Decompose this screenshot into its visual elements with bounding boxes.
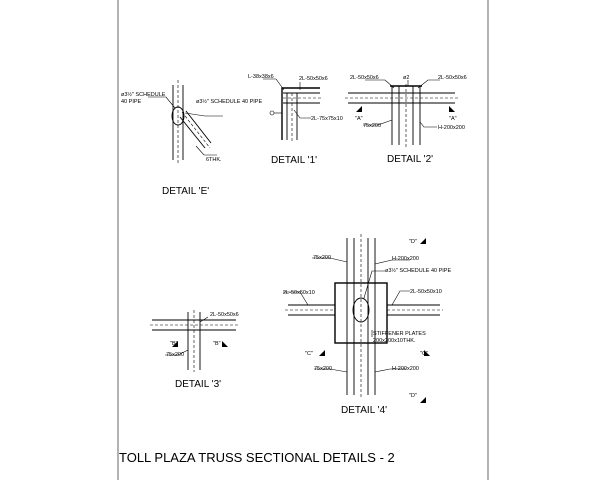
detail-2-label-2l50-left: 2L-50x50x6	[350, 75, 379, 81]
detail-4-label-stiff-b: 200x200x10THK.	[373, 338, 416, 344]
detail-e-label-schedule-1a: ø3½" SCHEDULE	[121, 91, 166, 98]
detail-2-label-a-right: "A"	[449, 116, 457, 122]
detail-2-label-a-left: "A"	[355, 116, 363, 122]
detail-2-drawing	[345, 79, 458, 147]
detail-3-drawing	[150, 310, 238, 372]
detail-1-label-2l75: 2L-75x75x10	[311, 116, 343, 122]
detail-4-label-75-bottom: 75x200	[314, 366, 332, 372]
detail-2-label-ang: ø2	[403, 75, 409, 81]
detail-e-label-schedule-2: ø3½" SCHEDULE 40 PIPE	[196, 98, 262, 105]
detail-e-label-thk: 6THK.	[206, 157, 222, 163]
detail-1-title: DETAIL '1'	[271, 155, 317, 166]
detail-4-drawing	[283, 234, 443, 403]
detail-2-label-h200: H-200x200	[438, 125, 465, 131]
detail-4-title: DETAIL '4'	[341, 405, 387, 416]
detail-1-label-2l50: 2L-50x50x6	[299, 76, 328, 82]
detail-4-label-2l-right: 2L-50x50x10	[410, 289, 442, 295]
detail-4-label-c-right: "C"	[420, 351, 428, 357]
detail-4-label-2l-left: 2L-50x50x10	[283, 290, 315, 296]
detail-3-label-75: 75x200	[166, 352, 184, 358]
detail-4-label-75-top: 75x200	[313, 255, 331, 261]
detail-2-label-2l50-right: 2L-50x50x6	[438, 75, 467, 81]
detail-4-label-pipe: ø3½" SCHEDULE 40 PIPE	[385, 267, 451, 274]
detail-e-label-schedule-1b: 40 PIPE	[121, 99, 142, 105]
detail-4-label-stiff-a: STIFFENER PLATES	[373, 331, 426, 337]
detail-4-label-h200-top: H-200x200	[392, 256, 419, 262]
detail-4-label-d-top: "D"	[409, 239, 417, 245]
detail-3-label-b-right: "B"	[213, 341, 221, 347]
detail-e-title: DETAIL 'E'	[162, 186, 209, 197]
detail-2-title: DETAIL '2'	[387, 154, 433, 165]
sheet-title: TOLL PLAZA TRUSS SECTIONAL DETAILS - 2	[119, 450, 395, 465]
detail-1-drawing	[263, 78, 322, 142]
detail-4-label-c-left: "C"	[305, 351, 313, 357]
detail-3-label-b-left: "B"	[170, 341, 178, 347]
detail-4-label-d-bottom: "D"	[409, 393, 417, 399]
detail-2-label-75: 75x200	[363, 123, 381, 129]
detail-3-label-2l50: 2L-50x50x6	[210, 312, 239, 318]
detail-4-label-h200-bottom: H-200x200	[392, 366, 419, 372]
detail-e-drawing	[148, 80, 223, 165]
detail-1-label-l38: L-38x38x6	[248, 74, 274, 80]
detail-3-title: DETAIL '3'	[175, 379, 221, 390]
